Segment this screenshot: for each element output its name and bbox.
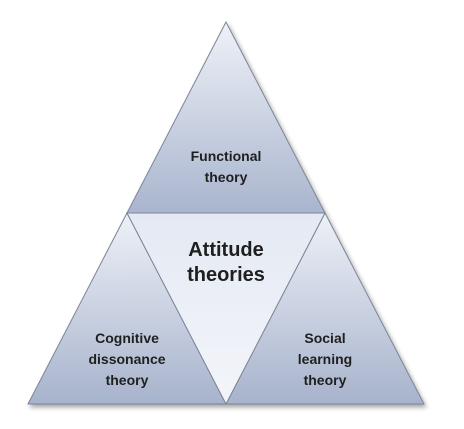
top-label-line1: Functional: [191, 148, 262, 164]
center-triangle: [126, 212, 326, 406]
right-label-line3: theory: [304, 372, 347, 388]
center-title-line2: theories: [187, 264, 265, 286]
left-label-line3: theory: [106, 372, 149, 388]
left-label-line1: Cognitive: [95, 330, 159, 346]
right-label-line2: learning: [298, 351, 352, 367]
right-label-line1: Social: [304, 330, 345, 346]
top-label-line2: theory: [205, 169, 248, 185]
center-title-line1: Attitude: [188, 239, 264, 261]
left-label-line2: dissonance: [88, 351, 165, 367]
